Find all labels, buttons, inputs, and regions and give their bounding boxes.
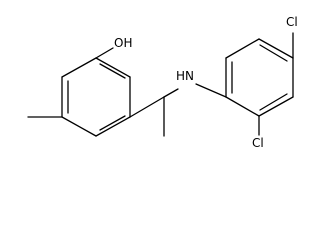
amine-label: HN — [176, 69, 194, 83]
nh-to-ring-bond — [195, 83, 227, 98]
bond — [95, 116, 131, 137]
bond — [258, 96, 294, 117]
bond — [95, 57, 131, 78]
double-bond — [99, 115, 126, 131]
molecule-structure: OH HN Cl Cl — [27, 15, 298, 150]
hydroxyl-label: OH — [114, 36, 132, 50]
double-bond — [259, 93, 288, 111]
bond — [61, 57, 97, 78]
chloro-top-label: Cl — [286, 15, 298, 29]
bond — [225, 38, 260, 59]
dichlorophenyl-ring — [225, 38, 294, 117]
bond — [225, 96, 260, 117]
ring-to-ch-bond — [129, 96, 165, 118]
double-bond — [99, 63, 126, 79]
double-bond — [259, 44, 288, 62]
chloro-bottom-label: Cl — [252, 136, 264, 150]
bond — [61, 116, 97, 137]
bond — [258, 38, 294, 59]
ch-to-nh-bond — [163, 88, 179, 98]
oh-bond — [95, 47, 114, 59]
phenol-ring — [61, 57, 131, 137]
